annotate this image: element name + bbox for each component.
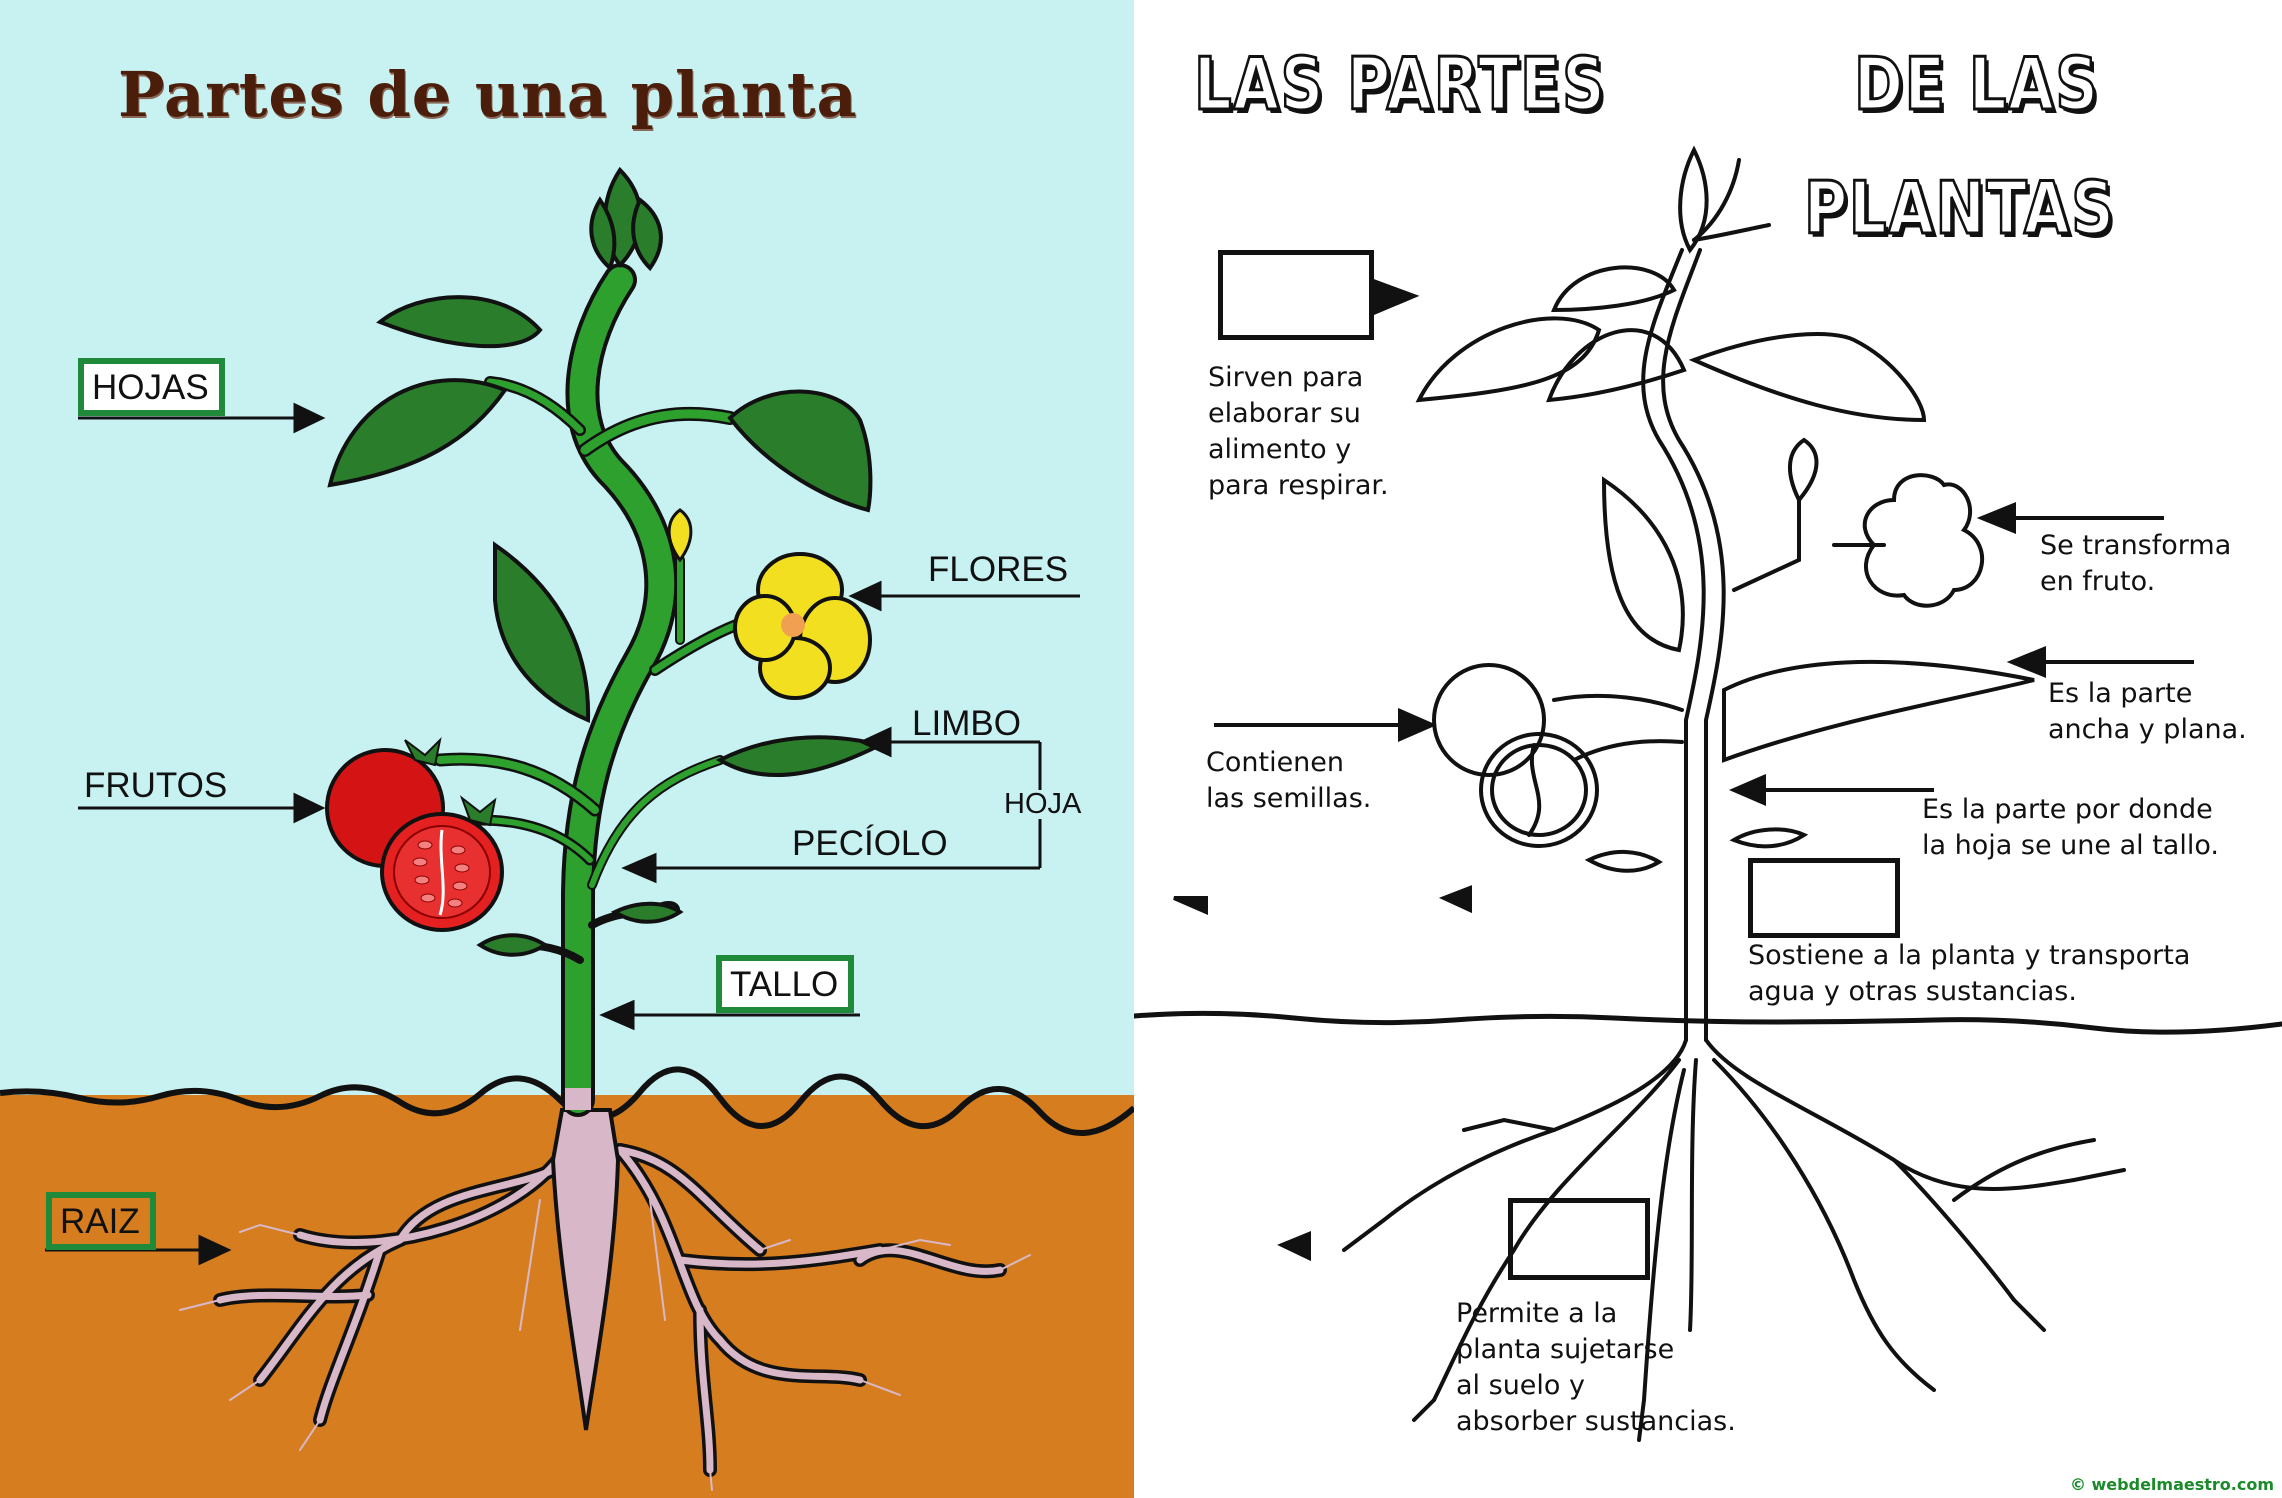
desc-tallo: Sostiene a la planta y transporta agua y… — [1748, 940, 2191, 1007]
roots-icon — [179, 1123, 1031, 1491]
plant-outline-illustration — [1134, 145, 2282, 1262]
label-hoja: HOJA — [1002, 788, 1084, 820]
label-arrows — [45, 402, 1080, 1266]
label-flores: FLORES — [928, 550, 1069, 589]
colored-plant-diagram: Partes de una planta HOJAS FRUTOS FLORES… — [0, 0, 1134, 1498]
label-hojas: HOJAS — [78, 358, 225, 416]
worksheet-arrows — [1173, 279, 2194, 1262]
credit-text: © webdelmaestro.com — [2069, 1475, 2274, 1494]
label-raiz: RAIZ — [46, 1192, 156, 1250]
flower-bud — [667, 508, 693, 563]
answer-box-raiz[interactable] — [1508, 1198, 1650, 1280]
desc-frutos: Contienen las semillas. — [1206, 747, 1372, 814]
desc-peciolo: Es la parte por donde la hoja se une al … — [1922, 794, 2219, 861]
fruits-icon — [325, 736, 504, 932]
desc-limbo: Es la parte ancha y plana. — [2048, 678, 2247, 745]
plant-illustration — [0, 166, 1134, 1491]
right-title-las-partes: LAS PARTES — [1193, 42, 1607, 126]
ground-line — [1134, 1010, 2282, 1035]
label-frutos: FRUTOS — [84, 766, 228, 805]
label-peciolo: PECÍOLO — [792, 824, 948, 863]
leaves-icon — [327, 166, 886, 957]
right-title-plantas: PLANTAS — [1803, 166, 2116, 250]
left-title: Partes de una planta — [118, 58, 858, 131]
desc-flores: Se transforma en fruto. — [2040, 530, 2232, 597]
stem — [565, 267, 675, 1113]
flower-icon — [733, 552, 872, 700]
right-title-de-las: DE LAS — [1853, 42, 2100, 126]
label-limbo: LIMBO — [912, 704, 1021, 743]
label-tallo: TALLO — [716, 955, 855, 1013]
desc-hojas: Sirven para elaborar su alimento y para … — [1208, 362, 1389, 501]
taproot — [550, 1108, 621, 1431]
answer-box-tallo[interactable] — [1748, 858, 1900, 938]
answer-box-hojas[interactable] — [1218, 250, 1374, 340]
worksheet-plant-diagram: LAS PARTES DE LAS PLANTAS Sirven para el… — [1134, 0, 2282, 1498]
desc-raiz: Permite a la planta sujetarse al suelo y… — [1456, 1298, 1736, 1437]
